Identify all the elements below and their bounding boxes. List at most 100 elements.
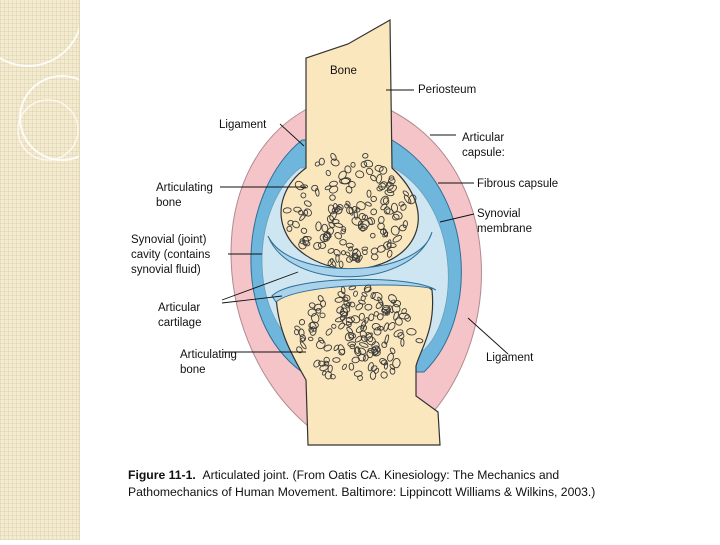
spongy-pore [377,325,384,331]
label-periosteum: Periosteum [418,84,476,96]
spongy-pore [392,213,400,221]
spongy-pore [337,291,346,298]
spongy-pore [325,169,331,177]
spongy-pore [323,344,333,352]
spongy-pore [348,285,357,291]
spongy-pore [358,312,365,321]
spongy-pore [339,310,348,316]
figure-caption-text: Articulated joint. (From Oatis CA. Kines… [128,468,596,499]
spongy-pore [319,364,329,372]
spongy-pore [315,221,322,232]
spongy-pore [366,349,374,359]
spongy-pore [302,209,309,217]
label-articulating-bone-top-2: bone [156,197,182,209]
spongy-pore [392,235,403,243]
spongy-pore [367,217,373,226]
spongy-pore [376,186,383,192]
spongy-pore [300,341,307,350]
spongy-pore [324,185,332,191]
spongy-pore [398,312,410,320]
spongy-pore [334,297,344,303]
articular-cartilage-lower [271,278,437,303]
spongy-pore [338,344,346,355]
label-ligament-top: Ligament [219,119,267,131]
spongy-pore [400,338,405,347]
spongy-pore [386,181,394,190]
spongy-pore [365,167,374,176]
spongy-pore [328,185,339,194]
label-articular-capsule-2: capsule: [462,147,505,159]
spongy-pore [406,328,417,336]
spongy-pore [340,250,346,256]
spongy-pore [348,246,353,252]
spongy-pore [398,201,405,207]
spongy-pore [371,341,380,351]
spongy-pore [340,228,346,235]
spongy-pore [402,190,409,197]
spongy-pore [298,328,305,338]
spongy-pore [282,207,292,214]
spongy-pore [323,356,330,364]
spongy-pore [299,334,306,342]
label-ligament-bottom: Ligament [486,352,534,364]
spongy-pore [350,161,356,168]
spongy-pore [364,317,369,324]
spongy-pore [368,313,375,322]
spongy-pore [345,301,352,307]
spongy-pore [378,182,386,191]
label-articulating-bone-top-1: Articulating [156,182,213,194]
spongy-pore [351,216,362,226]
spongy-pore [355,207,361,213]
label-synovial-cavity-1: Synovial (joint) [131,234,207,246]
spongy-pore [378,215,385,224]
spongy-pore [294,180,305,191]
spongy-pore [366,336,376,346]
spongy-pore [387,322,396,331]
spongy-pore [329,373,336,380]
spongy-pore [384,334,390,345]
spongy-pore [338,260,344,269]
spongy-pore [382,197,390,205]
spongy-pore [358,223,368,231]
spongy-pore [362,153,369,159]
spongy-pore [374,164,384,172]
spongy-pore [355,254,363,263]
spongy-pore [355,303,364,311]
spongy-pore [320,299,326,308]
spongy-pore [390,225,400,236]
spongy-pore [377,313,384,321]
spongy-pore [339,177,351,185]
spongy-pore [370,174,377,182]
spongy-pore [329,194,336,201]
spongy-pore [356,201,366,211]
spongy-pore [353,210,358,220]
spongy-pore [287,220,294,226]
spongy-pore [343,299,350,309]
spongy-pore [380,371,388,379]
spongy-pore [366,189,372,198]
spongy-pore [386,242,397,248]
spongy-pore [348,362,355,371]
lower-bone [275,282,441,446]
spongy-pore [293,206,302,213]
spongy-pore [286,225,293,232]
spongy-pore [375,301,383,309]
spongy-pore [337,203,344,211]
spongy-pore [334,232,342,240]
spongy-pore [358,342,369,348]
spongy-pore [370,292,376,299]
spongy-pore [383,241,392,250]
spongy-pore [316,339,326,350]
spongy-pore [402,220,408,229]
spongy-pore [344,203,350,209]
spongy-pore [351,205,358,214]
spongy-pore [353,290,358,297]
label-articular-cartilage-1: Articular [158,302,200,314]
spongy-pore [333,248,341,257]
spongy-pore [338,322,346,330]
spongy-pore [372,292,383,301]
spongy-pore [327,258,334,266]
spongy-pore [298,209,304,216]
spongy-pore [370,247,379,255]
spongy-pore [344,165,352,174]
